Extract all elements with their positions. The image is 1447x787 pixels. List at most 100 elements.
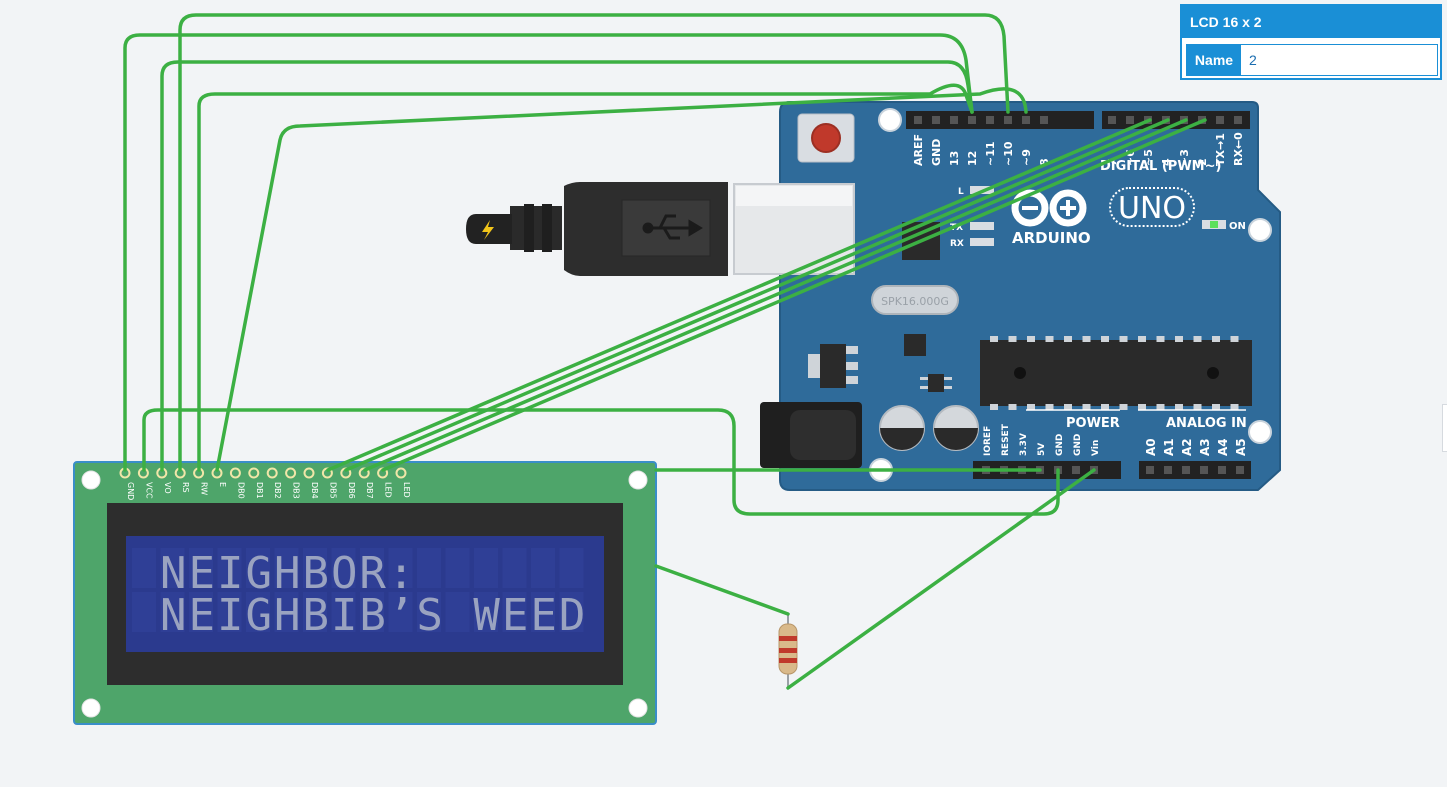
lcd-pin-label: DB5 [328, 482, 337, 499]
small-chip [904, 334, 926, 356]
usb-icon [642, 214, 703, 240]
lcd-pin-label: DB0 [236, 482, 245, 499]
lcd-pin-label: DB3 [292, 482, 301, 499]
digital-header-label: DIGITAL (PWM~) [1100, 159, 1221, 174]
usb-cable[interactable] [466, 182, 855, 276]
header-pin[interactable] [1182, 466, 1190, 474]
lcd-pin-label: DB1 [255, 482, 264, 499]
lcd-pin[interactable] [266, 467, 278, 479]
lightning-icon [482, 220, 494, 240]
lcd-cell [417, 548, 441, 588]
header-pin[interactable] [914, 116, 922, 124]
name-input[interactable] [1241, 45, 1437, 75]
wire-db4-to-5[interactable] [326, 118, 1152, 472]
wire-e-to-11[interactable] [215, 87, 1028, 472]
crystal-oscillator: SPK16.000G [871, 285, 959, 315]
analog-header-label: ANALOG IN [1166, 416, 1247, 431]
analog-pin-label: A2 [1180, 438, 1194, 456]
header-pin[interactable] [1040, 116, 1048, 124]
lcd-pin[interactable] [285, 467, 297, 479]
header-pin[interactable] [1164, 466, 1172, 474]
lcd-cell [502, 592, 527, 632]
lcd-cell [445, 548, 470, 588]
analog-pin-label: A4 [1216, 438, 1230, 456]
wire-rw-to-gnd[interactable] [197, 83, 974, 472]
lcd-cell [559, 548, 584, 588]
mounting-hole [628, 698, 648, 718]
lcd-pin-label: RW [200, 482, 209, 495]
lcd-pin[interactable] [395, 467, 407, 479]
header-pin[interactable] [1218, 466, 1226, 474]
transistor [920, 374, 952, 392]
header-pin[interactable] [986, 116, 994, 124]
header-pin[interactable] [1236, 466, 1244, 474]
wire-rs-to-12[interactable] [178, 13, 1010, 472]
wire-db7-to-2[interactable] [381, 118, 1207, 472]
header-pin[interactable] [1108, 116, 1116, 124]
header-pin[interactable] [1126, 116, 1134, 124]
power-pin-label: GND [1073, 434, 1083, 456]
power-pin-label: Vin [1091, 440, 1101, 456]
lcd-line-2: NEIGHBIB’S WEED [160, 590, 587, 641]
header-pin[interactable] [1004, 116, 1012, 124]
wire-vo-to-gnd[interactable] [160, 60, 974, 472]
wires[interactable] [123, 13, 1207, 690]
mounting-hole [1248, 218, 1272, 242]
lcd-pin-label: LED [402, 482, 411, 498]
lcd-cell [388, 548, 413, 588]
header-pin[interactable] [1234, 116, 1242, 124]
properties-panel[interactable]: LCD 16 x 2 Name [1180, 4, 1442, 80]
lcd-cell [531, 548, 555, 588]
lcd-cell [132, 592, 156, 632]
lcd-cell [531, 592, 555, 632]
lcd-cell [360, 548, 384, 588]
lcd-pin[interactable] [248, 467, 260, 479]
power-jack [760, 402, 862, 468]
lcd-cell [160, 592, 185, 632]
power-pin-label: GND [1055, 434, 1065, 456]
lcd-pin-label: DB4 [310, 482, 319, 499]
analog-pin-label: A1 [1162, 438, 1176, 456]
digital-pin-label: ~5 [1142, 149, 1155, 166]
on-label: ON [1229, 221, 1246, 232]
lcd-pin-label: DB2 [273, 482, 282, 499]
lcd-pin-label: DB7 [365, 482, 374, 499]
header-pin[interactable] [1200, 466, 1208, 474]
lcd-pin[interactable] [229, 467, 241, 479]
properties-title: LCD 16 x 2 [1182, 6, 1440, 38]
wire-led-to-resistor[interactable] [654, 564, 790, 616]
led-label-l: L [958, 187, 964, 197]
header-pin[interactable] [1022, 116, 1030, 124]
header-pin[interactable] [1216, 116, 1224, 124]
resistor[interactable] [778, 614, 798, 688]
header-pin[interactable] [968, 116, 976, 124]
reset-button[interactable] [797, 113, 855, 163]
wire-resistor-to-gnd[interactable] [786, 468, 1096, 690]
wire-vcc-to-5v[interactable] [142, 408, 1060, 516]
lcd-pin[interactable] [303, 467, 315, 479]
wire-db6-to-3[interactable] [363, 118, 1188, 472]
mounting-hole [628, 470, 648, 490]
lcd-pin-label: VCC [144, 482, 153, 499]
digital-pin-label: RX←0 [1232, 132, 1245, 166]
uno-label: UNO [1118, 191, 1186, 226]
header-pin[interactable] [950, 116, 958, 124]
digital-pin-label: 13 [948, 151, 961, 166]
header-pin[interactable] [1072, 466, 1080, 474]
wire-gnd-to-gnd[interactable] [123, 33, 974, 472]
lcd-cell [331, 548, 356, 588]
lcd-cell [303, 548, 327, 588]
led-label-tx: TX [950, 223, 963, 233]
wire-db5-to-4[interactable] [344, 118, 1170, 472]
lcd-cell [445, 592, 470, 632]
header-pin[interactable] [932, 116, 940, 124]
lcd-cell [559, 592, 584, 632]
name-property-row[interactable]: Name [1186, 44, 1438, 76]
lcd-cell [502, 548, 527, 588]
analog-pin-label: A3 [1198, 438, 1212, 456]
header-pin[interactable] [1146, 466, 1154, 474]
side-panel-tab[interactable] [1442, 404, 1447, 452]
